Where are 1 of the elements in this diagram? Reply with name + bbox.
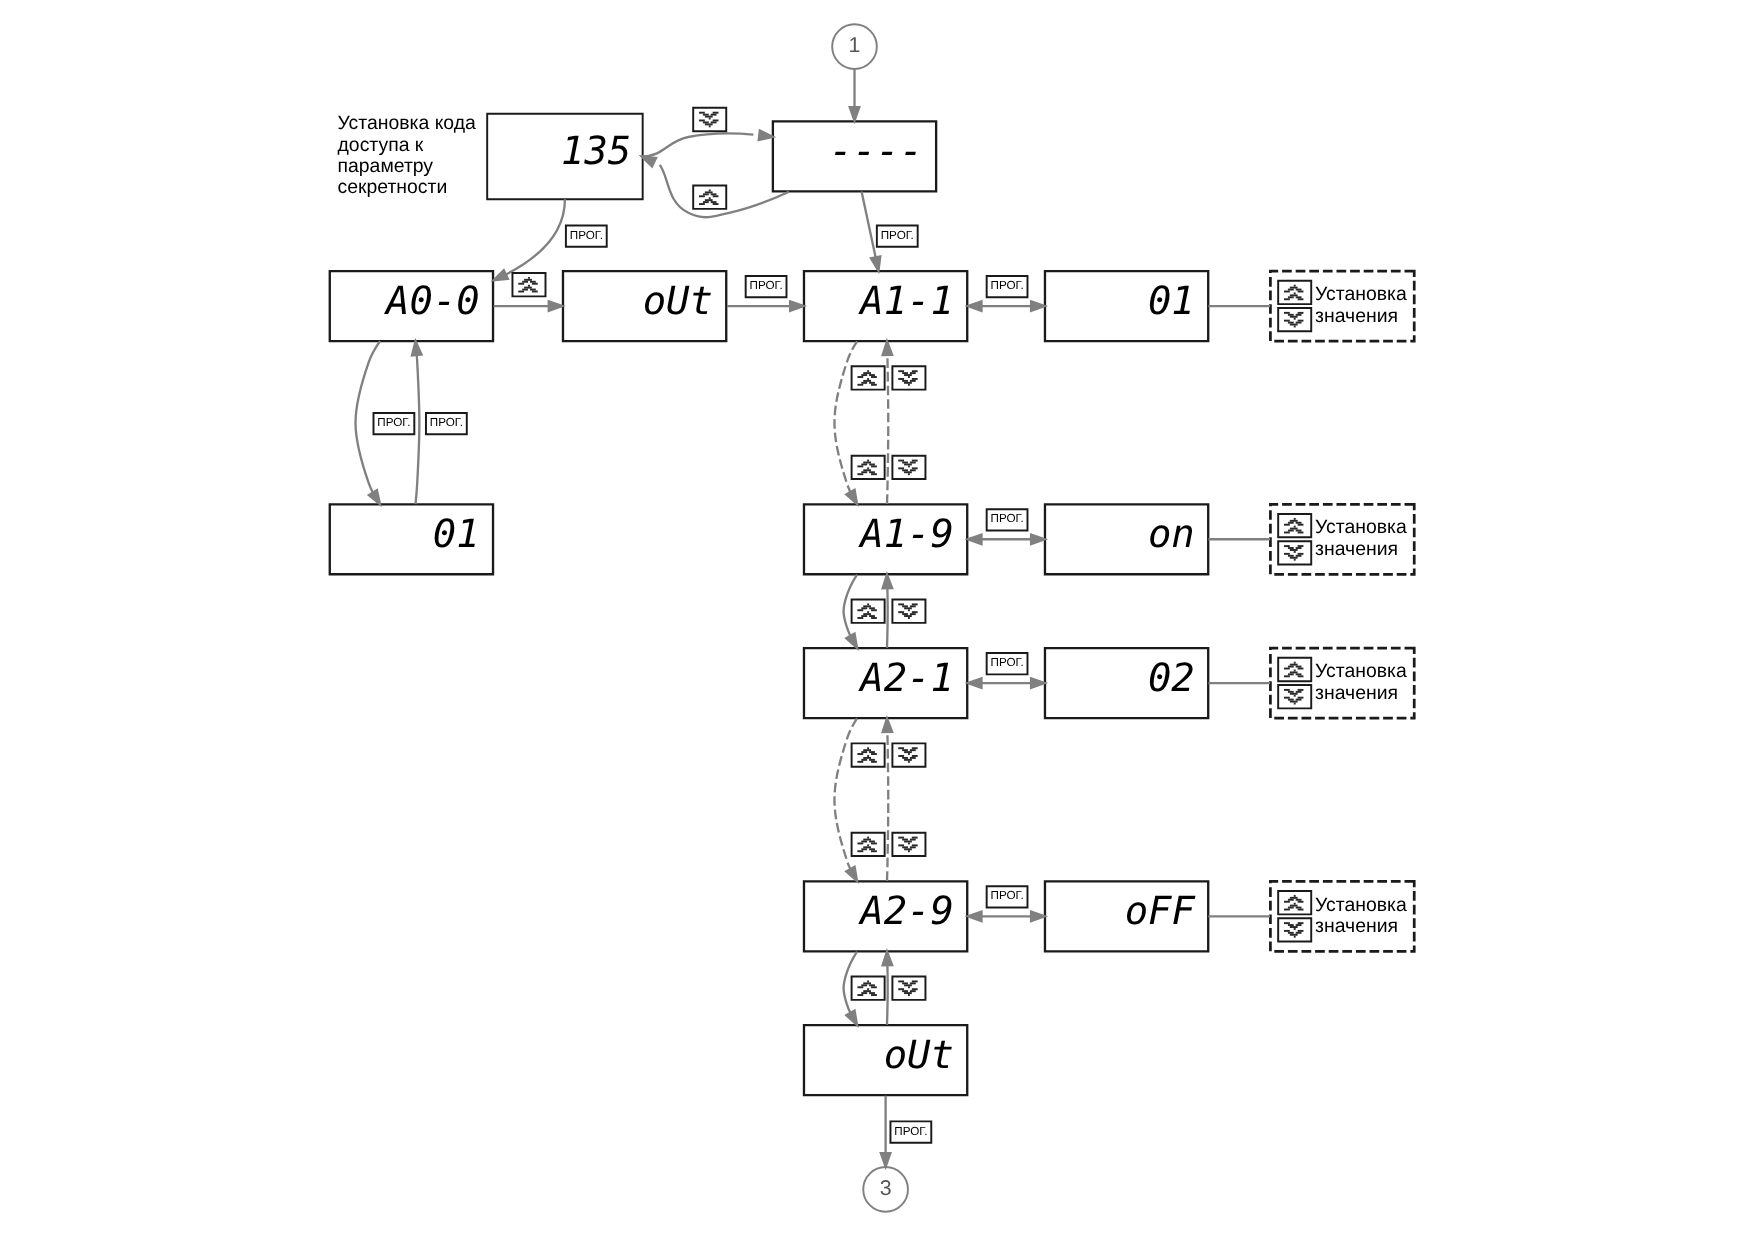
node-label: Установка кода доступа к параметру секретности [337, 113, 476, 200]
